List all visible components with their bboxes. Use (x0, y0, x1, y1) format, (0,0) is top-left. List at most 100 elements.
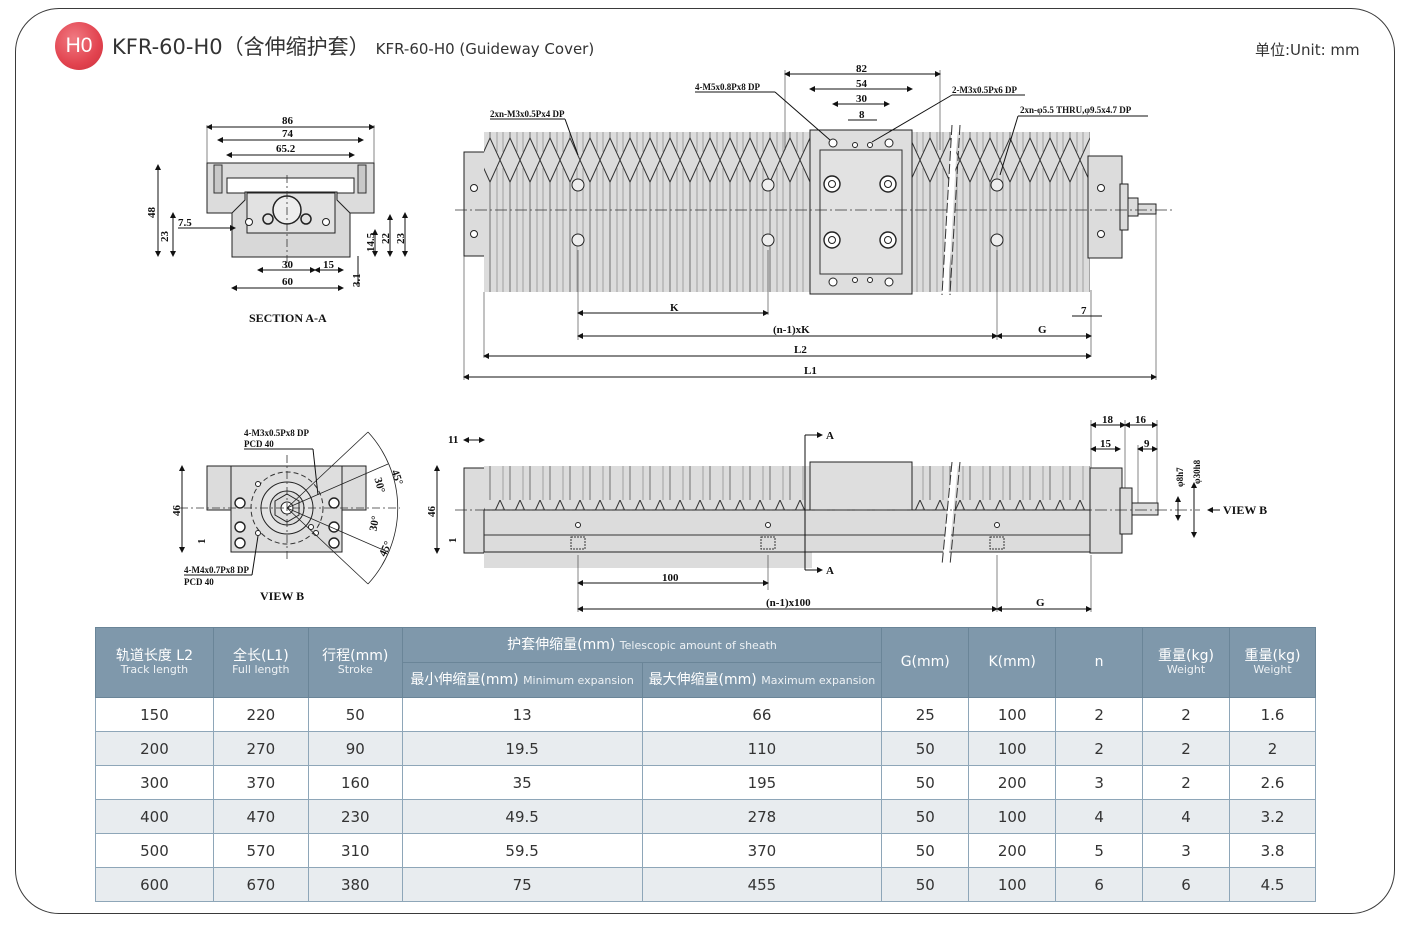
cell-g: 50 (881, 731, 970, 766)
cell-stroke: 230 (307, 799, 403, 834)
header-min-expansion: 最小伸缩量(mm) Minimum expansion (401, 662, 643, 698)
side-view: A A 11 46 1 100 (n-1)x100 G 18 16 15 9 φ… (426, 414, 1267, 612)
dim-30-top: 30 (856, 93, 868, 105)
cell-track-length: 500 (95, 833, 214, 868)
cell-stroke: 160 (307, 765, 403, 800)
cell-track-length: 150 (95, 697, 214, 732)
header-full-length: 全长(L1)Full length (212, 627, 309, 698)
cell-g: 50 (881, 867, 970, 902)
section-mark-a-bottom: A (826, 565, 834, 577)
cell-n: 6 (1055, 867, 1144, 902)
dim-9: 9 (1144, 438, 1150, 450)
callout-2xn-thru: 2xn-φ5.5 THRU,φ9.5x4.7 DP (1020, 105, 1132, 115)
cell-g: 25 (881, 697, 970, 732)
callout-2-m3: 2-M3x0.5Px6 DP (952, 85, 1017, 95)
dim-18: 18 (1102, 414, 1114, 426)
dim-l1: L1 (804, 365, 817, 377)
view-b: 45° 30° 30° 45° 46 1 4-M3x0.5Px8 DP PCD … (171, 428, 405, 603)
cell-g: 50 (881, 765, 970, 800)
cell-full-length: 220 (212, 697, 309, 732)
dim-23-left: 23 (159, 231, 171, 243)
callout-view-b-bottom: 4-M4x0.7Px8 DP (184, 565, 249, 575)
header-max-expansion: 最大伸缩量(mm) Maximum expansion (641, 662, 883, 698)
dim-48: 48 (146, 207, 158, 219)
cell-max-expansion: 455 (641, 867, 883, 902)
dim-11: 11 (448, 434, 458, 446)
dim-1-side: 1 (447, 538, 459, 544)
cell-n: 3 (1055, 765, 1144, 800)
cell-min-expansion: 75 (401, 867, 643, 902)
cell-n: 2 (1055, 697, 1144, 732)
dim-23-right: 23 (395, 233, 407, 245)
cell-full-length: 470 (212, 799, 309, 834)
dim-n-1-100: (n-1)x100 (766, 597, 811, 609)
dim-82: 82 (856, 63, 868, 75)
dim-15-side: 15 (1100, 438, 1112, 450)
dim-86: 86 (282, 115, 294, 127)
cell-weight-2: 4.5 (1228, 867, 1317, 902)
dim-30: 30 (282, 259, 294, 271)
dim-phi8h7: φ8h7 (1175, 467, 1185, 487)
title-main: KFR-60-H0（含伸缩护套） (112, 35, 370, 59)
cell-k: 200 (968, 765, 1057, 800)
dim-7: 7 (1081, 305, 1087, 317)
cell-weight-1: 2 (1142, 697, 1230, 732)
cell-full-length: 370 (212, 765, 309, 800)
cell-weight-1: 4 (1142, 799, 1230, 834)
cell-k: 200 (968, 833, 1057, 868)
view-b-indicator: VIEW B (1223, 503, 1267, 517)
model-badge: H0 (55, 22, 103, 70)
dim-g-top: G (1038, 324, 1047, 336)
cell-track-length: 400 (95, 799, 214, 834)
dim-46-viewb: 46 (171, 505, 183, 517)
dim-100: 100 (662, 572, 679, 584)
cell-stroke: 380 (307, 867, 403, 902)
header-sheath: 护套伸缩量(mm) Telescopic amount of sheath (401, 627, 883, 663)
cell-min-expansion: 13 (401, 697, 643, 732)
cell-k: 100 (968, 731, 1057, 766)
cell-g: 50 (881, 833, 970, 868)
cell-n: 2 (1055, 731, 1144, 766)
dim-n-1-k: (n-1)xK (773, 324, 810, 336)
cell-max-expansion: 195 (641, 765, 883, 800)
cell-weight-2: 2 (1228, 731, 1317, 766)
dim-3-1: 3.1 (351, 273, 363, 287)
cell-max-expansion: 66 (641, 697, 883, 732)
cell-min-expansion: 35 (401, 765, 643, 800)
cell-max-expansion: 110 (641, 731, 883, 766)
cell-max-expansion: 278 (641, 799, 883, 834)
callout-view-b-top-pcd: PCD 40 (244, 439, 274, 449)
title-subtitle: KFR-60-H0 (Guideway Cover) (375, 40, 595, 58)
cell-g: 50 (881, 799, 970, 834)
cell-stroke: 310 (307, 833, 403, 868)
unit-label: 单位:Unit: mm (1255, 41, 1360, 59)
cell-track-length: 600 (95, 867, 214, 902)
section-aa-caption: SECTION A-A (249, 311, 327, 325)
top-view: 82 54 30 8 2xn-M3x0.5Px4 DP 4-M5x0.8Px8 … (455, 63, 1175, 380)
header-n: n (1055, 627, 1144, 698)
cell-track-length: 300 (95, 765, 214, 800)
cell-max-expansion: 370 (641, 833, 883, 868)
cell-weight-1: 3 (1142, 833, 1230, 868)
dim-8: 8 (859, 109, 865, 121)
header-stroke: 行程(mm)Stroke (307, 627, 403, 698)
header-weight-2: 重量(kg)Weight (1228, 627, 1317, 698)
header-k: K(mm) (968, 627, 1057, 698)
dim-22: 22 (380, 233, 392, 245)
dim-16: 16 (1135, 414, 1147, 426)
cell-min-expansion: 49.5 (401, 799, 643, 834)
cell-weight-2: 1.6 (1228, 697, 1317, 732)
dim-phi30h8: φ30h8 (1192, 459, 1202, 484)
angle-30-bottom: 30° (368, 515, 382, 532)
technical-drawing: 86 74 65.2 48 23 7.5 23 22 14.5 30 15 60… (146, 63, 1267, 612)
cell-min-expansion: 59.5 (401, 833, 643, 868)
cell-weight-1: 6 (1142, 867, 1230, 902)
cell-weight-2: 2.6 (1228, 765, 1317, 800)
cell-weight-1: 2 (1142, 731, 1230, 766)
view-b-caption: VIEW B (260, 589, 304, 603)
